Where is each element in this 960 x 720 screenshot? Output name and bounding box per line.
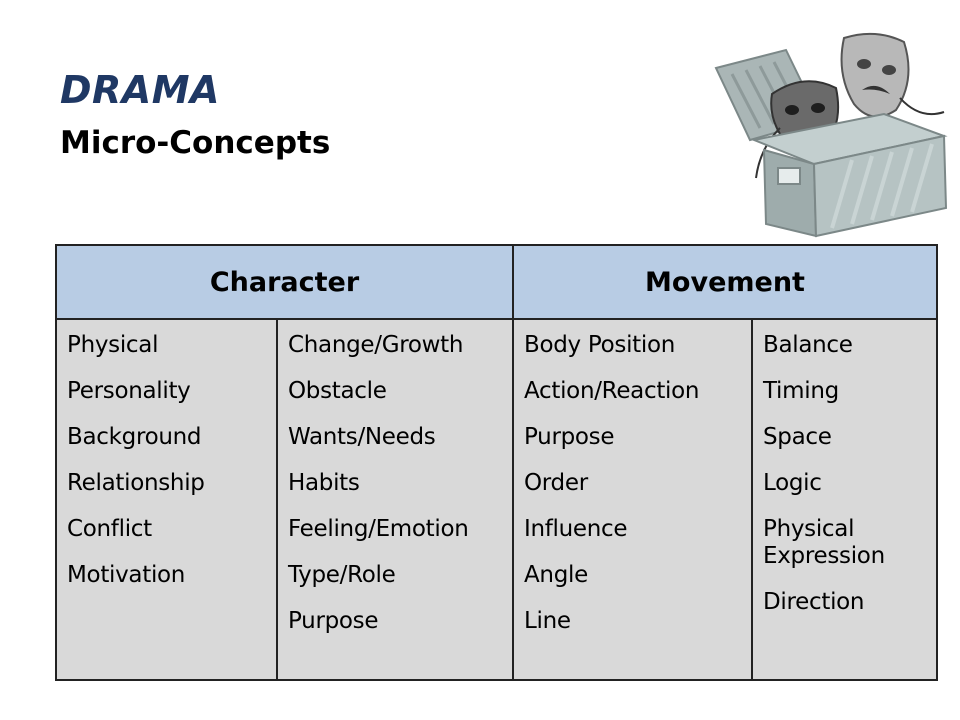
list-item: Habits xyxy=(288,470,360,496)
list-item: Line xyxy=(524,608,571,634)
slide-title: DRAMA xyxy=(60,68,220,112)
theatre-masks-chest-icon xyxy=(714,32,948,238)
list-item: Motivation xyxy=(67,562,186,588)
character-column-2: Change/Growth Obstacle Wants/Needs Habit… xyxy=(276,318,514,681)
slide-subtitle: Micro-Concepts xyxy=(60,125,331,161)
list-item: Background xyxy=(67,424,202,450)
list-item: Physical xyxy=(67,332,159,358)
list-item: Wants/Needs xyxy=(288,424,436,450)
list-item: Logic xyxy=(763,470,822,496)
movement-column-1: Body Position Action/Reaction Purpose Or… xyxy=(512,318,753,681)
concept-list: Body Position Action/Reaction Purpose Or… xyxy=(524,332,751,635)
header-row: Character Movement xyxy=(55,244,938,320)
list-item: Physical Expression xyxy=(763,516,885,569)
micro-concepts-table: Character Movement Physical Personality … xyxy=(55,244,938,681)
movement-column-2: Balance Timing Space Logic Physical Expr… xyxy=(751,318,938,681)
list-item: Angle xyxy=(524,562,588,588)
list-item: Type/Role xyxy=(288,562,396,588)
list-item: Purpose xyxy=(288,608,379,634)
character-column-1: Physical Personality Background Relation… xyxy=(55,318,278,681)
list-item: Body Position xyxy=(524,332,676,358)
list-item: Relationship xyxy=(67,470,205,496)
concepts-row: Physical Personality Background Relation… xyxy=(55,318,938,681)
list-item: Space xyxy=(763,424,832,450)
list-item: Direction xyxy=(763,589,865,615)
header-character: Character xyxy=(55,244,514,320)
list-item: Order xyxy=(524,470,588,496)
list-item: Action/Reaction xyxy=(524,378,700,404)
list-item: Influence xyxy=(524,516,628,542)
list-item: Balance xyxy=(763,332,853,358)
list-item: Personality xyxy=(67,378,191,404)
list-item: Conflict xyxy=(67,516,152,542)
list-item: Timing xyxy=(763,378,839,404)
list-item: Feeling/Emotion xyxy=(288,516,469,542)
header-movement: Movement xyxy=(512,244,938,320)
concept-list: Change/Growth Obstacle Wants/Needs Habit… xyxy=(288,332,512,635)
list-item: Change/Growth xyxy=(288,332,464,358)
list-item: Obstacle xyxy=(288,378,387,404)
list-item: Purpose xyxy=(524,424,615,450)
concept-list: Physical Personality Background Relation… xyxy=(67,332,276,589)
concept-list: Balance Timing Space Logic Physical Expr… xyxy=(763,332,936,616)
